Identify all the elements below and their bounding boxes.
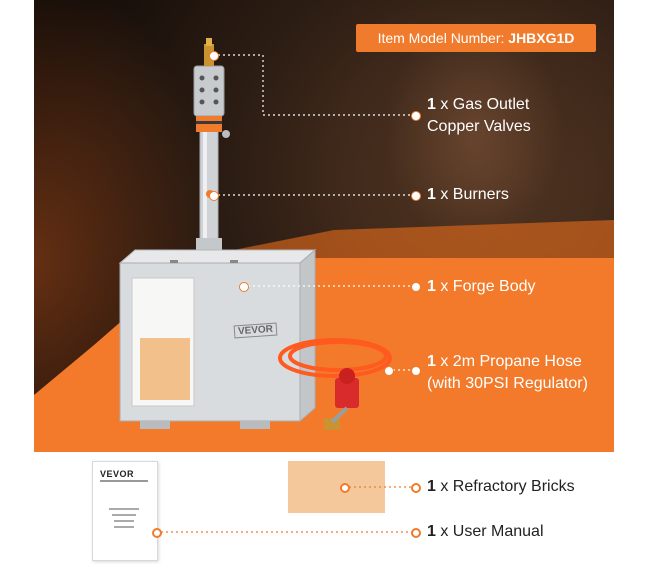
manual-dot (152, 528, 162, 538)
badge-label: Item Model Number: (377, 30, 509, 46)
hose-dot (384, 366, 394, 376)
brick-dot (340, 483, 350, 493)
label-dot (411, 191, 421, 201)
label-dot (411, 111, 421, 121)
manual-text-line (112, 514, 136, 516)
label-dot (411, 282, 421, 292)
label-refractory-bricks: 1 x Refractory Bricks (427, 478, 575, 495)
valve-dot (209, 51, 219, 61)
manual-text-line (109, 508, 139, 510)
user-manual-booklet: VEVOR (92, 461, 158, 561)
label-dot (411, 366, 421, 376)
label-dot (411, 528, 421, 538)
badge-model: JHBXG1D (508, 30, 575, 46)
manual-text-line (114, 520, 134, 522)
manual-brand: VEVOR (100, 469, 135, 479)
label-gas-outlet: 1 x Gas Outlet (427, 96, 530, 113)
label-user-manual: 1 x User Manual (427, 523, 544, 540)
forge-illustration (118, 38, 392, 430)
label-gas-outlet-line2: Copper Valves (427, 118, 531, 135)
body-dot (239, 282, 249, 292)
label-burners: 1 x Burners (427, 186, 509, 203)
manual-text-line (114, 526, 134, 528)
label-propane-hose-line2: (with 30PSI Regulator) (427, 375, 588, 392)
burner-dot (209, 191, 219, 201)
label-forge-body: 1 x Forge Body (427, 278, 536, 295)
label-propane-hose: 1 x 2m Propane Hose (427, 353, 582, 370)
manual-subtitle-line (100, 480, 148, 482)
refractory-brick (288, 461, 385, 513)
model-number-badge: Item Model Number: JHBXG1D (356, 24, 596, 52)
label-dot (411, 483, 421, 493)
